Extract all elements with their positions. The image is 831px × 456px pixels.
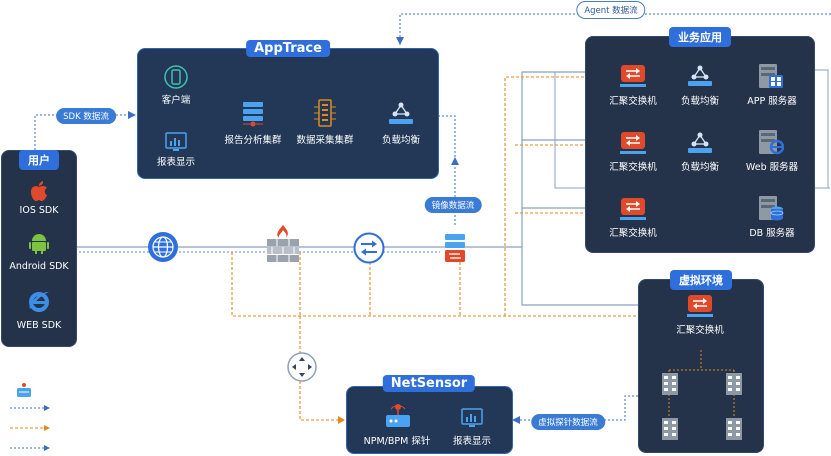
- legend-switch-icon: [17, 383, 31, 397]
- load-balancer-icon: [389, 102, 413, 124]
- ie-icon: [29, 291, 49, 312]
- vm-icon[interactable]: [659, 417, 681, 441]
- load-balancer-icon[interactable]: [687, 132, 713, 154]
- switch-icon[interactable]: [619, 64, 647, 88]
- business-row2-switch-label: 汇聚交换机: [609, 162, 657, 173]
- client-label: 客户端: [161, 95, 191, 106]
- netsensor-report-label: 报表显示: [452, 436, 492, 447]
- vm-icon[interactable]: [723, 372, 745, 396]
- business-row3-switch-label: 汇聚交换机: [609, 228, 657, 239]
- router-icon[interactable]: [287, 352, 317, 382]
- user-panel: 用户 IOS SDK Android SDK WEB SDK: [1, 150, 77, 347]
- business-panel: 业务应用 汇聚交换机 负载均衡 APP 服务器 汇聚交换机 负载均衡 W: [585, 27, 815, 253]
- apptrace-panel: AppTrace 客户端 报表显示 报告分析集群 数据采集集群 负载均衡: [137, 40, 439, 179]
- router-icon[interactable]: [353, 232, 385, 264]
- switch-icon[interactable]: [619, 197, 647, 221]
- virtual-panel: 虚拟环境 汇聚交换机: [638, 270, 764, 453]
- probe-label: NPM/BPM 探针: [363, 436, 431, 447]
- server-cluster-icon: [243, 102, 263, 127]
- business-row3-server-label: DB 服务器: [749, 228, 795, 239]
- apptrace-title: AppTrace: [246, 40, 330, 57]
- load-balance-label: 负载均衡: [381, 135, 421, 146]
- business-row1-server-label: APP 服务器: [747, 96, 797, 107]
- business-row2-server-label: Web 服务器: [745, 162, 799, 173]
- report-icon: [165, 132, 187, 151]
- business-row1-switch-label: 汇聚交换机: [609, 96, 657, 107]
- virtual-title: 虚拟环境: [670, 270, 732, 290]
- business-row2-lb-label: 负载均衡: [680, 162, 720, 173]
- server-icon[interactable]: [758, 63, 784, 89]
- probe-icon[interactable]: [385, 403, 411, 429]
- collector-icon: [314, 99, 336, 127]
- phone-icon: [164, 65, 188, 89]
- sdk-label-android: Android SDK: [9, 261, 69, 272]
- user-panel-title: 用户: [19, 150, 59, 170]
- android-icon: [29, 234, 49, 254]
- agent-flow-pill: Agent 数据流: [576, 1, 646, 19]
- vm-icon[interactable]: [723, 417, 745, 441]
- virtual-switch-label: 汇聚交换机: [676, 325, 724, 336]
- switch-icon[interactable]: [619, 131, 647, 155]
- sdk-flow-pill: SDK 数据流: [56, 108, 116, 124]
- db-server-icon[interactable]: [758, 195, 784, 221]
- globe-icon[interactable]: [147, 231, 179, 263]
- sdk-label-web: WEB SDK: [16, 320, 62, 331]
- firewall-icon[interactable]: [266, 224, 300, 262]
- netsensor-panel: NetSensor NPM/BPM 探针 报表显示: [346, 375, 513, 454]
- report-display-label: 报表显示: [156, 157, 196, 168]
- report-icon[interactable]: [461, 408, 483, 428]
- switch-icon[interactable]: [686, 294, 714, 318]
- sdk-label-ios: IOS SDK: [19, 205, 59, 216]
- server-icon[interactable]: [758, 129, 784, 155]
- collect-cluster-label: 数据采集集群: [296, 135, 354, 146]
- business-title: 业务应用: [669, 27, 731, 47]
- mirror-switch-icon[interactable]: [443, 233, 467, 263]
- load-balancer-icon[interactable]: [687, 65, 713, 87]
- mirror-flow-pill: 镜像数据流: [424, 197, 482, 213]
- business-row1-lb-label: 负载均衡: [680, 96, 720, 107]
- netsensor-title: NetSensor: [382, 375, 476, 392]
- report-cluster-label: 报告分析集群: [224, 135, 282, 146]
- vm-icon[interactable]: [659, 372, 681, 396]
- apple-icon: [31, 181, 47, 201]
- virtual-probe-flow-pill: 虚拟探针数据流: [531, 414, 605, 430]
